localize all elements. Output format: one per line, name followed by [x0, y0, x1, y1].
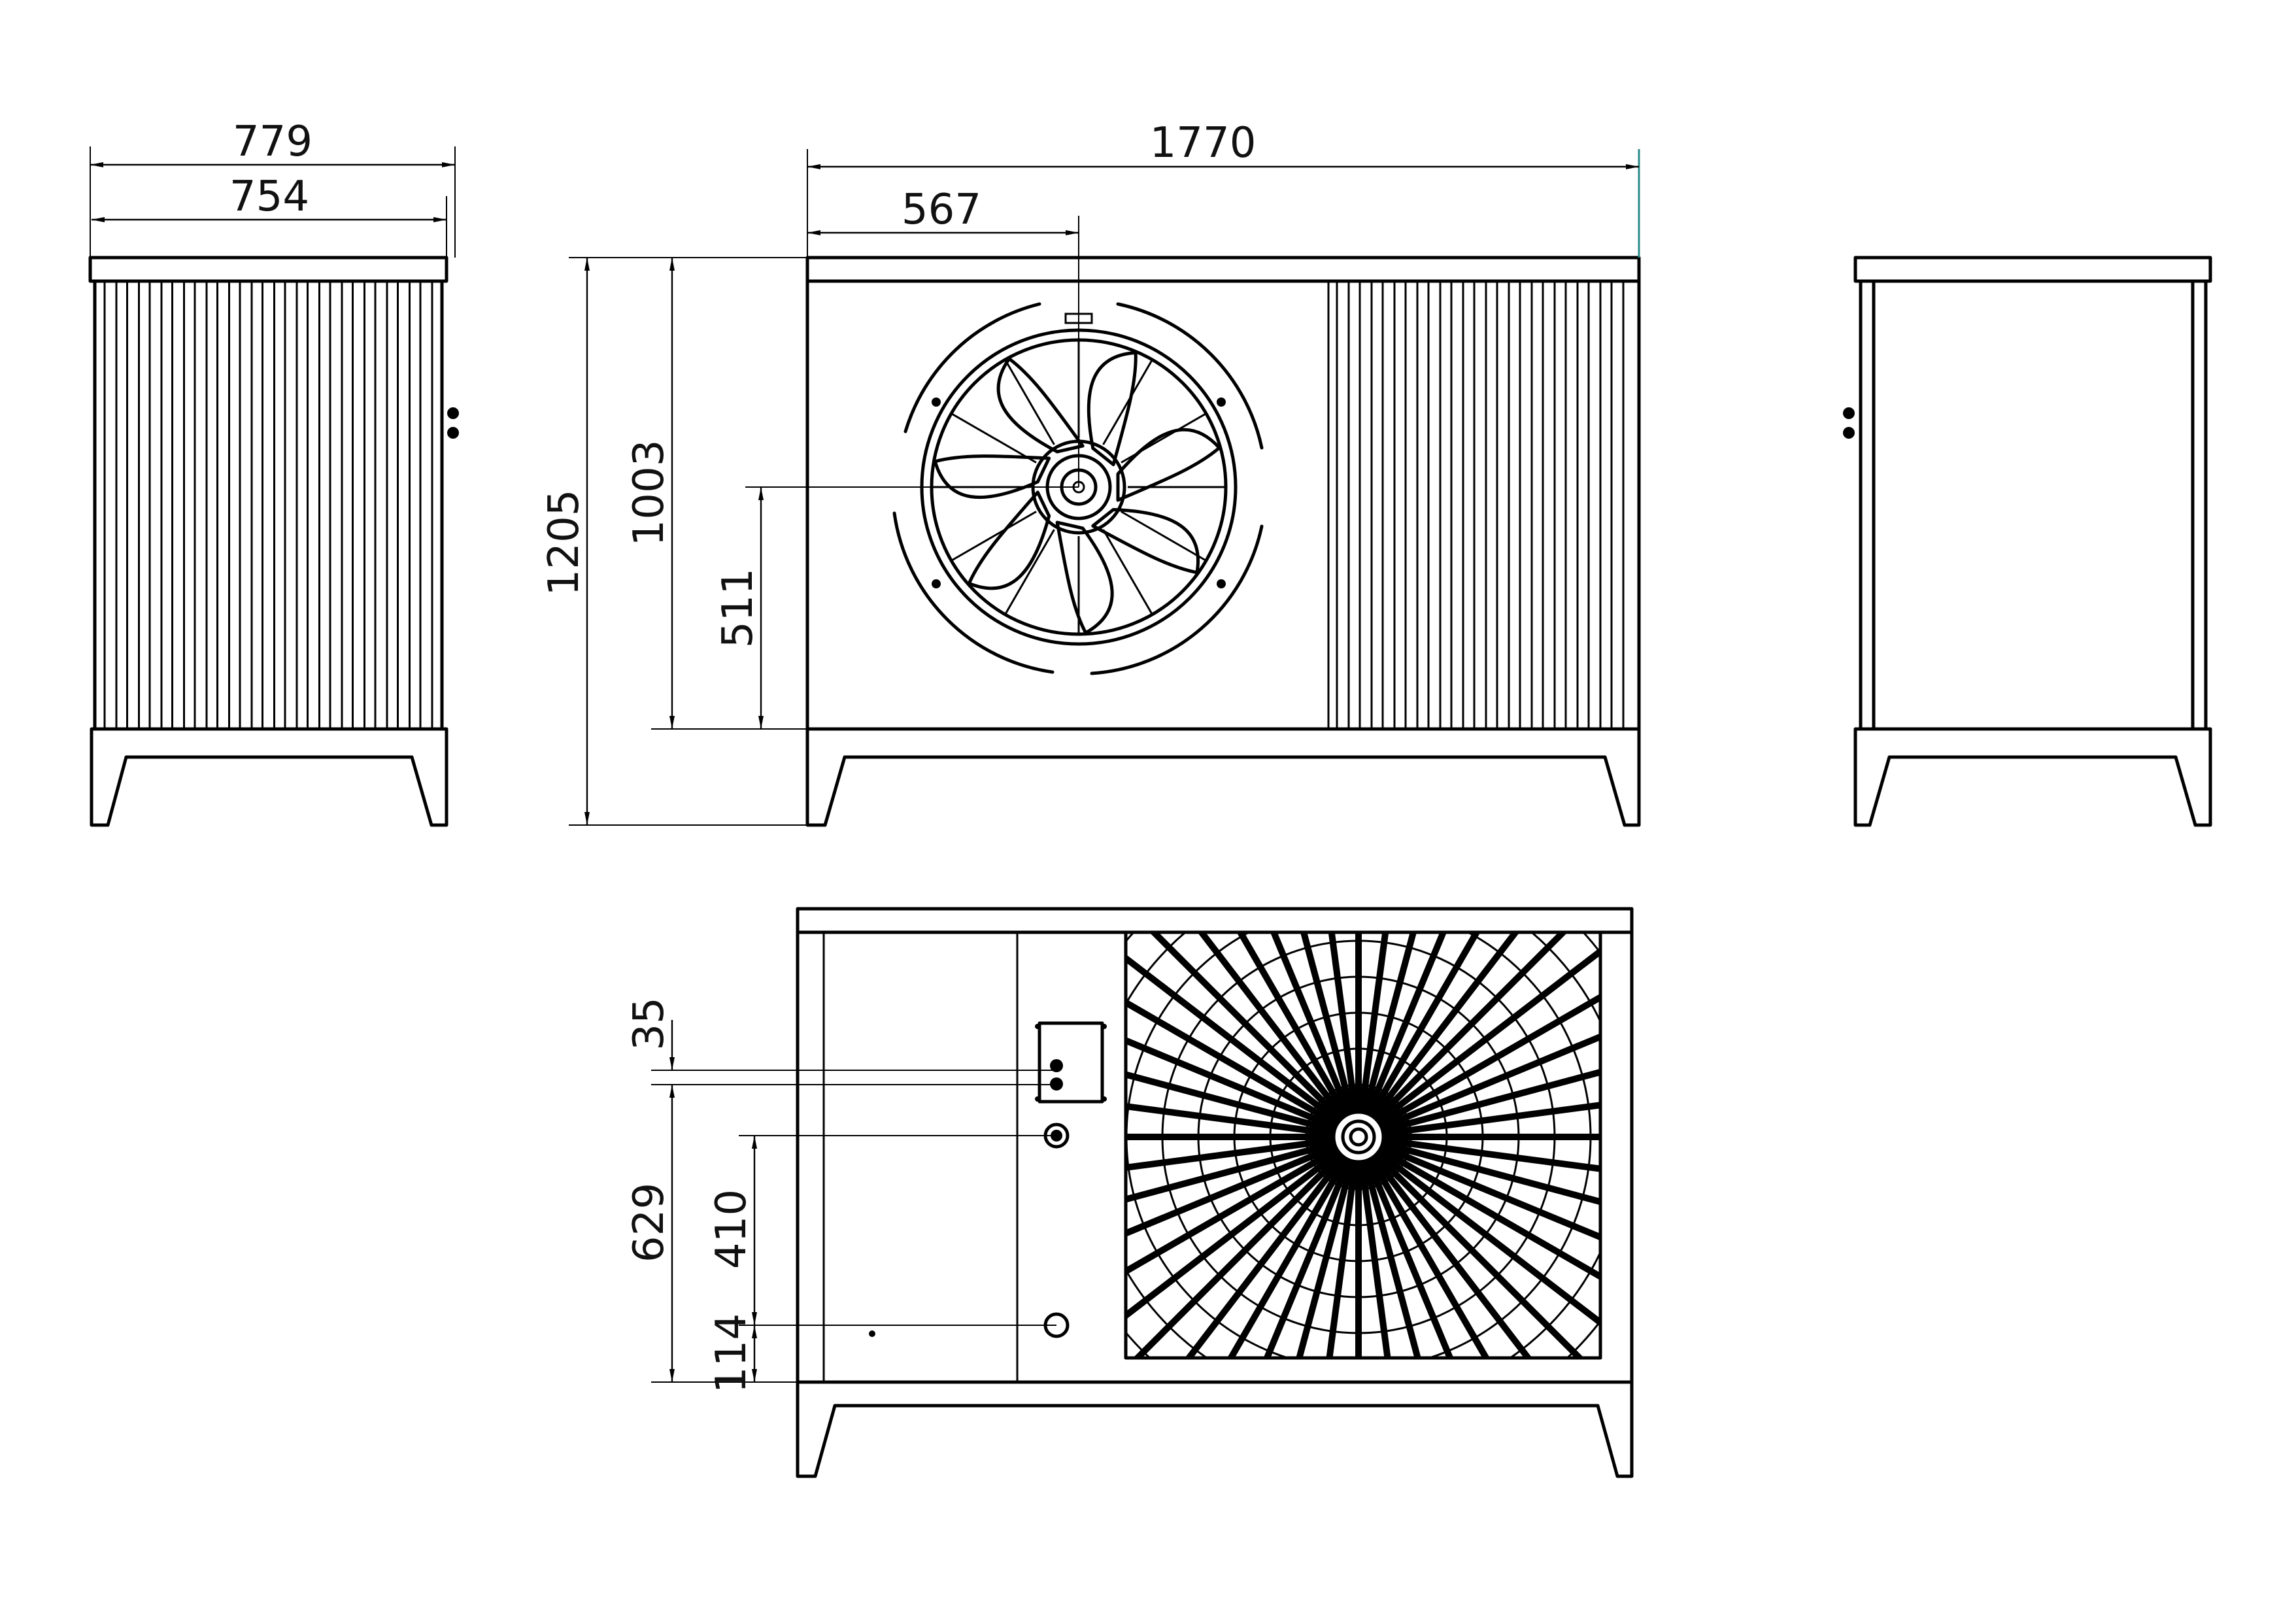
- dim-779: 779: [233, 118, 312, 166]
- condenser-fins-front: [1336, 280, 1625, 730]
- right-side-view: [1843, 256, 2212, 827]
- dim-629: 629: [625, 1183, 673, 1262]
- dim-1770: 1770: [1150, 119, 1257, 167]
- dimensions: 779 754 1770 567 1205 1003 511: [90, 118, 1640, 1393]
- dim-754: 754: [229, 173, 309, 221]
- dim-1205: 1205: [540, 490, 588, 596]
- dim-410: 410: [707, 1189, 756, 1269]
- left-side-view: [88, 256, 459, 827]
- dim-567: 567: [902, 186, 981, 234]
- condenser-fins-left: [103, 280, 433, 730]
- dim-35: 35: [625, 997, 673, 1050]
- dim-511: 511: [714, 568, 762, 648]
- dim-114: 114: [707, 1313, 756, 1393]
- front-view: [805, 256, 1641, 827]
- rear-view: [796, 907, 1634, 1478]
- grille-icon: [1124, 930, 1602, 1360]
- dim-1003: 1003: [625, 440, 673, 547]
